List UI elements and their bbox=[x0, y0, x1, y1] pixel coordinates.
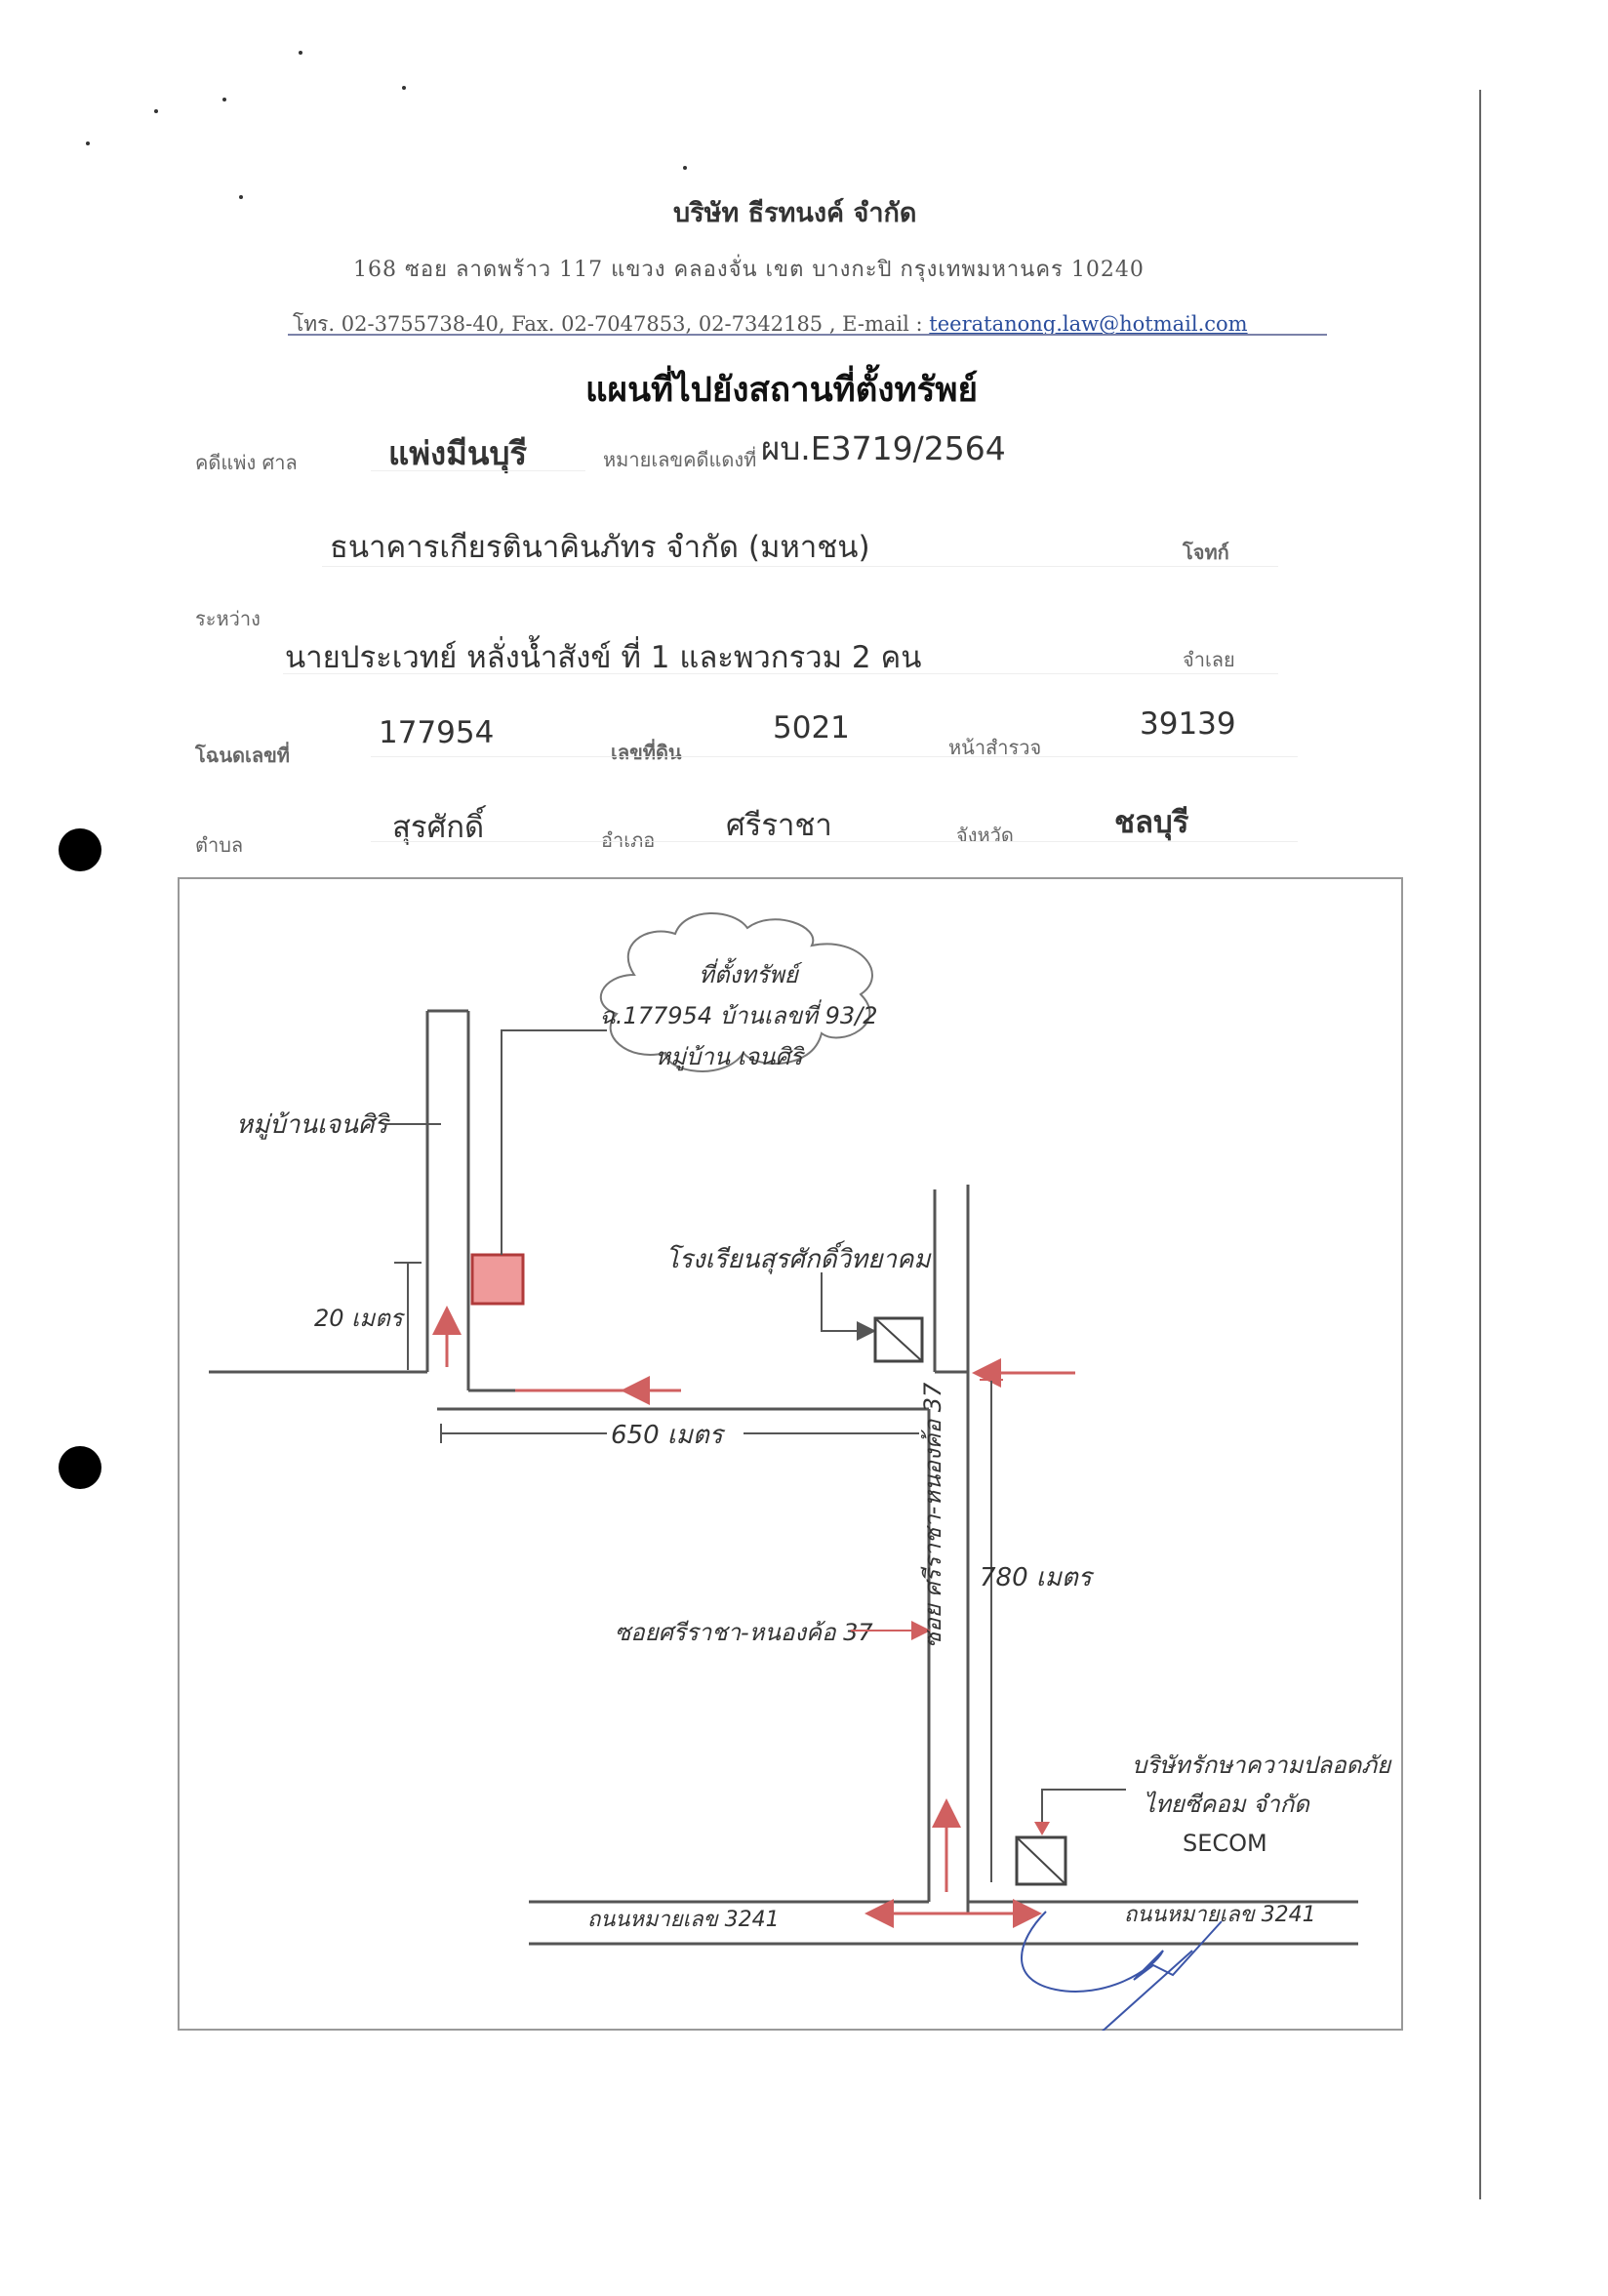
secom-label-line1: บริษัทรักษาความปลอดภัย bbox=[1132, 1752, 1392, 1779]
secom-arrow-head bbox=[1034, 1822, 1050, 1835]
province-label: จังหวัด bbox=[956, 824, 1014, 847]
district-label: อำเภอ bbox=[601, 828, 656, 852]
secom-label-line3: SECOM bbox=[1183, 1830, 1267, 1857]
survey-label: หน้าสำรวจ bbox=[948, 736, 1042, 759]
field-underline bbox=[371, 470, 585, 471]
subdistrict-value: สุรศักดิ์ bbox=[392, 810, 485, 845]
speck bbox=[86, 141, 90, 145]
property-leader-line bbox=[501, 1029, 607, 1255]
survey-value: 39139 bbox=[1140, 706, 1236, 742]
speck bbox=[683, 166, 687, 170]
school-leader bbox=[821, 1272, 876, 1341]
defendant-label: จำเลย bbox=[1183, 648, 1235, 671]
district-value: ศรีราชา bbox=[726, 808, 832, 843]
contact-email-link[interactable]: teeratanong.law@hotmail.com bbox=[929, 312, 1248, 336]
punch-hole bbox=[59, 1446, 101, 1489]
property-label-line2: ฉ.177954 บ้านเลขที่ 93/2 bbox=[600, 999, 878, 1029]
company-contact: โทร. 02-3755738-40, Fax. 02-7047853, 02-… bbox=[293, 308, 1248, 341]
secom-leader bbox=[1041, 1789, 1126, 1829]
speck bbox=[154, 109, 158, 113]
land-number-value: 5021 bbox=[773, 710, 850, 745]
soi-37-label: ซอยศรีราชา-หนองค้อ 37 bbox=[615, 1619, 873, 1646]
court-value: แพ่งมีนบุรี bbox=[388, 434, 528, 472]
field-underline bbox=[283, 673, 1278, 674]
land-number-label: เลขที่ดิน bbox=[611, 741, 682, 764]
property-cloud bbox=[599, 912, 873, 1072]
speck bbox=[299, 51, 302, 55]
property-marker bbox=[470, 1253, 525, 1306]
speck bbox=[402, 86, 406, 90]
red-case-value: ผบ.E3719/2564 bbox=[761, 429, 1006, 467]
road-3241-left-label: ถนนหมายเลข 3241 bbox=[587, 1908, 780, 1932]
location-map: ที่ตั้งทรัพย์ ฉ.177954 บ้านเลขที่ 93/2 ห… bbox=[178, 877, 1403, 2031]
between-label: ระหว่าง bbox=[195, 607, 261, 630]
property-label-line3: หมู่บ้าน เจนศิริ bbox=[655, 1043, 805, 1071]
property-label-line1: ที่ตั้งทรัพย์ bbox=[699, 957, 803, 988]
plaintiff-value: ธนาคารเกียรตินาคินภัทร จำกัด (มหาชน) bbox=[330, 530, 870, 565]
distance-650m: 650 เมตร bbox=[611, 1421, 726, 1450]
field-underline bbox=[322, 566, 1278, 567]
signature bbox=[1021, 1911, 1223, 2031]
speck bbox=[222, 98, 226, 101]
secom-marker-diagonal bbox=[1016, 1836, 1066, 1885]
court-label: คดีแพ่ง ศาล bbox=[195, 451, 298, 474]
field-underline bbox=[371, 841, 1298, 842]
speck bbox=[239, 195, 243, 199]
school-marker-diagonal bbox=[874, 1317, 923, 1362]
subdistrict-label: ตำบล bbox=[195, 833, 244, 857]
province-value: ชลบุรี bbox=[1114, 805, 1189, 840]
punch-hole bbox=[59, 828, 101, 871]
document-title: แผนที่ไปยังสถานที่ตั้งทรัพย์ bbox=[585, 371, 978, 410]
school-label: โรงเรียนสุรศักดิ์วิทยาคม bbox=[665, 1240, 932, 1274]
defendant-value: นายประเวทย์ หลั่งน้ำสังข์ ที่ 1 และพวกรว… bbox=[285, 640, 922, 675]
village-label: หมู่บ้านเจนศิริ bbox=[236, 1110, 391, 1140]
secom-label-line2: ไทยซีคอม จำกัด bbox=[1144, 1791, 1310, 1818]
red-case-label: หมายเลขคดีแดงที่ bbox=[603, 448, 757, 471]
page-edge-line bbox=[1479, 90, 1481, 2199]
contact-phone-fax: โทร. 02-3755738-40, Fax. 02-7047853, 02-… bbox=[293, 312, 930, 336]
distance-20m: 20 เมตร bbox=[314, 1305, 406, 1332]
company-name: บริษัท ธีรทนงค์ จำกัด bbox=[673, 198, 917, 228]
company-address: 168 ซอย ลาดพร้าว 117 แขวง คลองจั่น เขต บ… bbox=[353, 258, 1145, 282]
secom-marker bbox=[1015, 1835, 1067, 1886]
deed-value: 177954 bbox=[379, 715, 495, 750]
soi-37-vertical-label: ซอย ศรีราชา-หนองค้อ 37 bbox=[919, 1382, 946, 1648]
plaintiff-label: โจทก์ bbox=[1183, 541, 1229, 564]
deed-label: โฉนดเลขที่ bbox=[195, 744, 290, 767]
letterhead-rule bbox=[288, 334, 1327, 336]
school-marker bbox=[873, 1316, 924, 1363]
field-underline bbox=[371, 756, 1298, 757]
map-border bbox=[178, 877, 1403, 2031]
distance-780m: 780 เมตร bbox=[980, 1563, 1095, 1592]
